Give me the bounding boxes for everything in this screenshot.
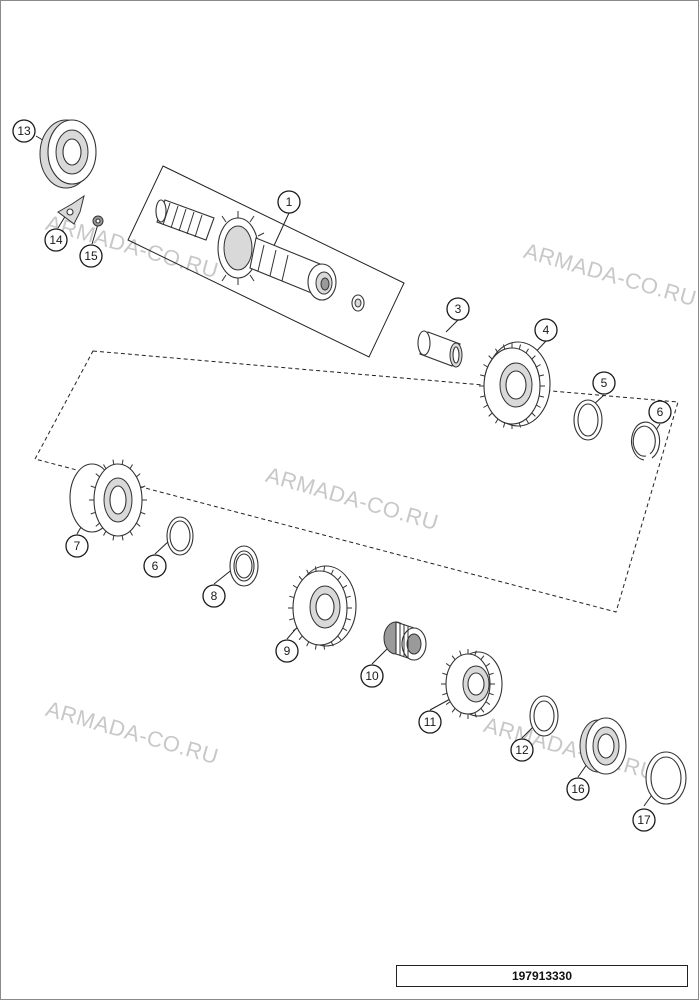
svg-text:16: 16 (571, 782, 585, 796)
seal-ring-17 (645, 751, 687, 805)
callout-13: 13 (12, 119, 36, 143)
svg-text:5: 5 (601, 376, 608, 390)
svg-text:14: 14 (49, 233, 63, 247)
washer-5 (573, 399, 603, 441)
svg-text:4: 4 (543, 323, 550, 337)
svg-text:8: 8 (211, 589, 218, 603)
callout-1: 1 (277, 190, 301, 214)
callout-6-lower: 6 (143, 554, 167, 578)
main-shaft-1 (155, 199, 365, 312)
callout-5: 5 (592, 371, 616, 395)
screw-15 (92, 215, 104, 227)
svg-text:13: 13 (17, 124, 31, 138)
callout-12: 12 (510, 738, 534, 762)
svg-text:11: 11 (424, 715, 437, 729)
svg-text:6: 6 (657, 405, 664, 419)
gear-9 (288, 565, 357, 650)
bearing-16 (579, 717, 627, 775)
drawing-number: 197913330 (511, 969, 573, 983)
drawing-number-box: 197913330 (396, 965, 688, 987)
svg-text:3: 3 (455, 302, 462, 316)
callout-17: 17 (632, 808, 656, 832)
circlip-6-lower (166, 516, 194, 556)
svg-text:9: 9 (284, 644, 291, 658)
circlip-6-upper (631, 421, 661, 461)
svg-text:12: 12 (515, 743, 529, 757)
splined-washer-8 (229, 545, 259, 587)
callout-16: 16 (566, 777, 590, 801)
svg-text:7: 7 (74, 539, 81, 553)
bearing-13 (39, 119, 97, 189)
callout-3: 3 (446, 297, 470, 321)
svg-text:17: 17 (637, 813, 651, 827)
callout-11: 11 (418, 710, 442, 734)
svg-text:6: 6 (152, 559, 159, 573)
callout-6-upper: 6 (648, 400, 672, 424)
svg-text:15: 15 (84, 249, 98, 263)
washer-12 (529, 695, 559, 737)
needle-bearing-10 (383, 621, 427, 661)
svg-text:1: 1 (286, 195, 293, 209)
callout-9: 9 (275, 639, 299, 663)
svg-text:10: 10 (365, 669, 379, 683)
gear-7 (69, 459, 147, 541)
callout-15: 15 (79, 244, 103, 268)
callout-10: 10 (360, 664, 384, 688)
callout-14: 14 (44, 228, 68, 252)
gear-group-outline (34, 350, 679, 613)
lock-plate-14 (57, 194, 85, 225)
bushing-3 (417, 330, 463, 368)
callout-8: 8 (202, 584, 226, 608)
shaft-group-outline (127, 165, 405, 358)
gear-4 (479, 341, 551, 429)
callout-7: 7 (65, 534, 89, 558)
gear-11 (441, 649, 503, 719)
callout-4: 4 (534, 318, 558, 342)
